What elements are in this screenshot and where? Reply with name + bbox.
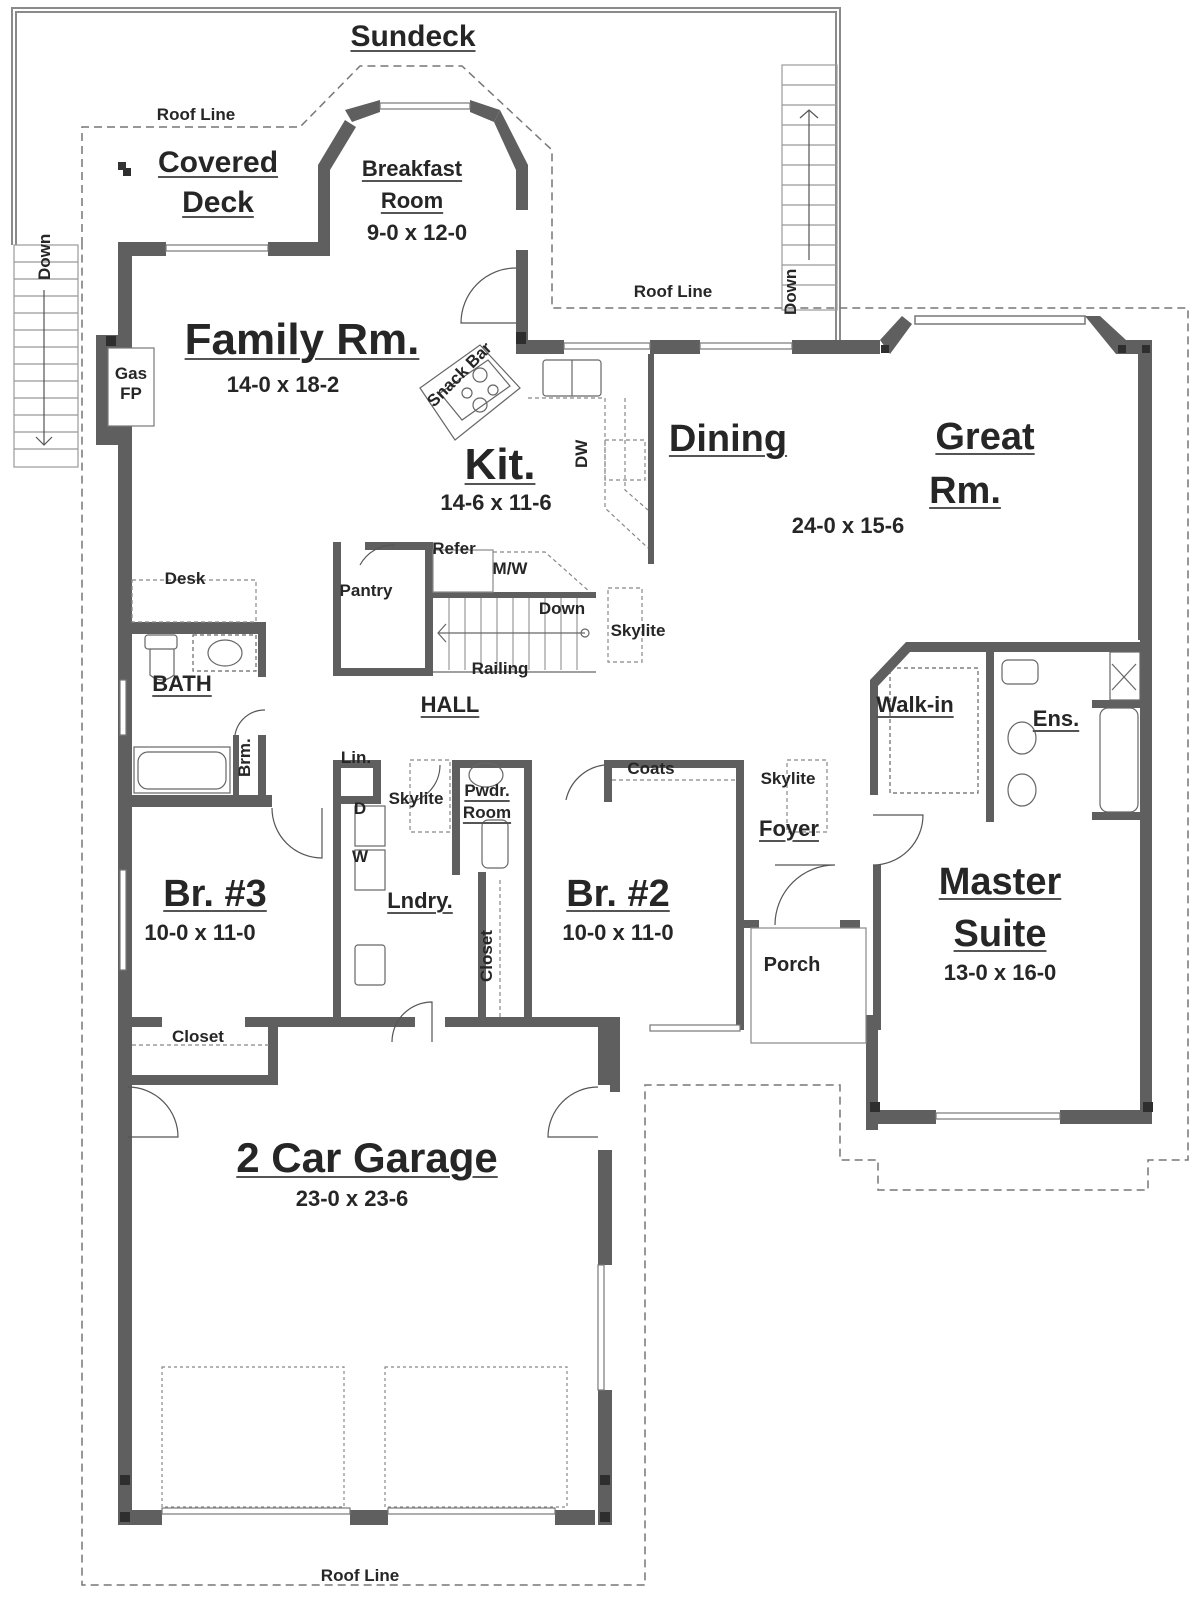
foyer-skylite-label: Skylite (760, 769, 816, 788)
dishwasher-label: DW (572, 439, 591, 468)
bath-label: BATH (152, 671, 212, 696)
great-room-dimensions: 24-0 x 15-6 (791, 513, 905, 538)
hall-label: HALL (420, 692, 480, 717)
great-room-label-line2: Rm. (929, 470, 1001, 512)
laundry-label: Lndry. (387, 888, 453, 913)
roof-line-label-bottom: Roof Line (320, 1566, 400, 1585)
dining-label: Dining (668, 418, 788, 460)
family-room-dimensions: 14-0 x 18-2 (226, 372, 340, 397)
skylites (409, 587, 828, 833)
linen-closet-label: Lin. (340, 748, 372, 767)
ensuite-fixtures (889, 651, 1141, 813)
sundeck-label: Sundeck (350, 20, 476, 53)
hall-skylite-label: Skylite (388, 789, 444, 808)
left-stair-down-label: Down (35, 233, 54, 280)
porch-label: Porch (763, 954, 821, 976)
bedroom-3-label: Br. #3 (163, 873, 267, 915)
gas-fireplace-label-line1: Gas (114, 364, 148, 383)
roof-line-label-mid: Roof Line (633, 282, 713, 301)
ensuite-label: Ens. (1032, 706, 1080, 731)
kitchen-dimensions: 14-6 x 11-6 (440, 490, 552, 515)
great-room-label-line1: Great (935, 416, 1035, 458)
stair-skylite-label: Skylite (610, 621, 666, 640)
garage-parking (161, 1366, 568, 1508)
refrigerator-label: Refer (432, 539, 476, 558)
bath-fixtures (133, 634, 509, 986)
sundeck-railing (11, 7, 841, 340)
roof-lines (81, 65, 1189, 1586)
kitchen-label: Kit. (464, 440, 536, 489)
bedroom-2-closet-label: Closet (477, 930, 496, 982)
coats-closet-label: Coats (627, 759, 675, 778)
left-stair (13, 244, 79, 468)
washer-label: W (351, 847, 369, 866)
bedroom-3-closet-label: Closet (172, 1027, 224, 1046)
porch-outline (750, 927, 867, 1044)
master-suite-label-line2: Suite (953, 913, 1047, 955)
dryer-label: D (353, 799, 367, 818)
broom-closet-label: Brm. (235, 738, 254, 777)
powder-room-label-line2: Room (462, 803, 512, 822)
fireplace-hearth (107, 347, 155, 427)
breakfast-room-label-line2: Room (380, 188, 444, 213)
post-icon (118, 162, 126, 170)
right-stair-down-label: Down (781, 268, 800, 315)
bedroom-2-label: Br. #2 (566, 873, 670, 915)
refer-mw-counter (432, 549, 591, 593)
master-suite-dimensions: 13-0 x 16-0 (943, 960, 1057, 985)
gas-fireplace-label-line2: FP (120, 384, 142, 403)
powder-room-label-line1: Pwdr. (464, 781, 510, 800)
interior-stair (433, 598, 596, 673)
desk-label: Desk (164, 569, 206, 588)
walls (96, 100, 1152, 1525)
door-swings (127, 267, 924, 1138)
railing-label: Railing (471, 659, 529, 678)
pantry-label: Pantry (339, 581, 393, 600)
family-room-label: Family Rm. (184, 315, 420, 364)
stair-down-label: Down (538, 599, 586, 618)
kitchen-counters (528, 397, 649, 549)
foyer-label: Foyer (759, 816, 819, 841)
microwave-label: M/W (492, 559, 528, 578)
covered-deck-label-line1: Covered (157, 146, 279, 179)
walk-in-closet-label: Walk-in (876, 692, 954, 717)
bedroom-3-dimensions: 10-0 x 11-0 (144, 920, 256, 945)
right-stair (781, 64, 838, 311)
desk (131, 579, 257, 623)
posts (106, 168, 1153, 1522)
bedroom-2-dimensions: 10-0 x 11-0 (562, 920, 674, 945)
kitchen-fixtures (419, 344, 602, 441)
garage-label: 2 Car Garage (236, 1134, 498, 1181)
windows (119, 102, 1061, 1515)
roof-line-label-top: Roof Line (156, 105, 236, 124)
master-suite-label-line1: Master (938, 861, 1062, 903)
garage-dimensions: 23-0 x 23-6 (295, 1186, 409, 1211)
covered-deck-label-line2: Deck (182, 186, 254, 219)
breakfast-room-dimensions: 9-0 x 12-0 (366, 220, 468, 245)
breakfast-room-label-line1: Breakfast (361, 156, 463, 181)
closet-shelves (132, 779, 736, 1046)
